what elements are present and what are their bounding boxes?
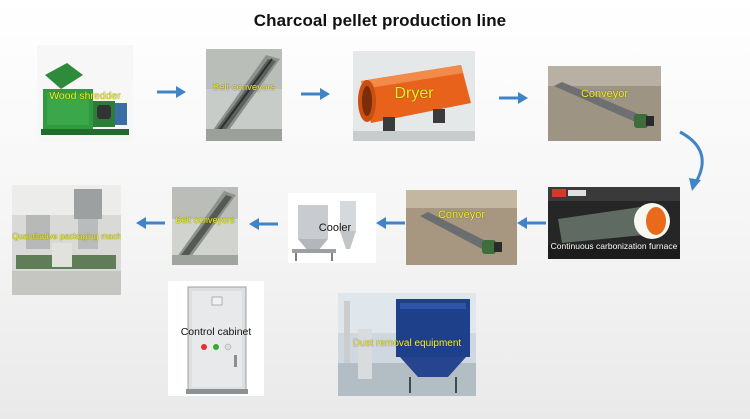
conveyor-mid-node: Conveyor (406, 190, 517, 265)
carbonization-furnace-image (548, 187, 680, 259)
node-label: Control cabinet (180, 326, 252, 338)
carbonization-furnace-node: Continuous carbonization furnace (548, 187, 680, 259)
flow-arrow-curved-icon (679, 130, 704, 191)
belt-conveyor-image (206, 49, 282, 141)
belt-conveyors-mid-node: Belt conveyors (172, 187, 238, 265)
dust-removal-node: Dust removal equipment (338, 293, 476, 396)
node-label: Conveyor (580, 88, 629, 100)
flow-arrow-right-icon (157, 86, 186, 98)
screw-conveyor-image (548, 66, 661, 141)
flow-arrow-left-icon (517, 217, 546, 229)
node-label: Dryer (394, 85, 434, 102)
flow-arrow-left-icon (136, 217, 165, 229)
control-cabinet-node: Control cabinet (168, 281, 264, 396)
node-label: Continuous carbonization furnace (550, 241, 678, 251)
screw-conveyor-image (406, 190, 517, 265)
node-label: Cooler (318, 222, 352, 234)
dryer-image (353, 51, 475, 141)
belt-conveyor-image (172, 187, 238, 265)
packaging-machine-node: Quantitative packaging machine (12, 185, 121, 295)
wood-shredder-image (37, 45, 133, 142)
node-label: Dust removal equipment (352, 338, 462, 349)
packaging-machine-image (12, 185, 121, 295)
conveyor-top-node: Conveyor (548, 66, 661, 141)
flow-arrow-left-icon (376, 217, 405, 229)
wood-shredder-node: Wood shredder (37, 45, 133, 142)
flow-arrow-right-icon (499, 92, 528, 104)
node-label: Wood shredder (49, 90, 121, 102)
node-label: Conveyor (437, 209, 486, 221)
control-cabinet-image (168, 281, 264, 396)
node-label: Belt conveyors (175, 215, 235, 225)
node-label: Quantitative packaging machine (12, 231, 121, 241)
diagram-title: Charcoal pellet production line (253, 11, 507, 30)
dryer-node: Dryer (353, 51, 475, 141)
dust-removal-image (338, 293, 476, 396)
node-label: Belt conveyors (212, 82, 276, 93)
belt-conveyors-top-node: Belt conveyors (206, 49, 282, 141)
cooler-node: Cooler (288, 193, 376, 263)
cooler-image (288, 193, 376, 263)
flow-arrow-left-icon (249, 218, 278, 230)
flow-arrow-right-icon (301, 88, 330, 100)
